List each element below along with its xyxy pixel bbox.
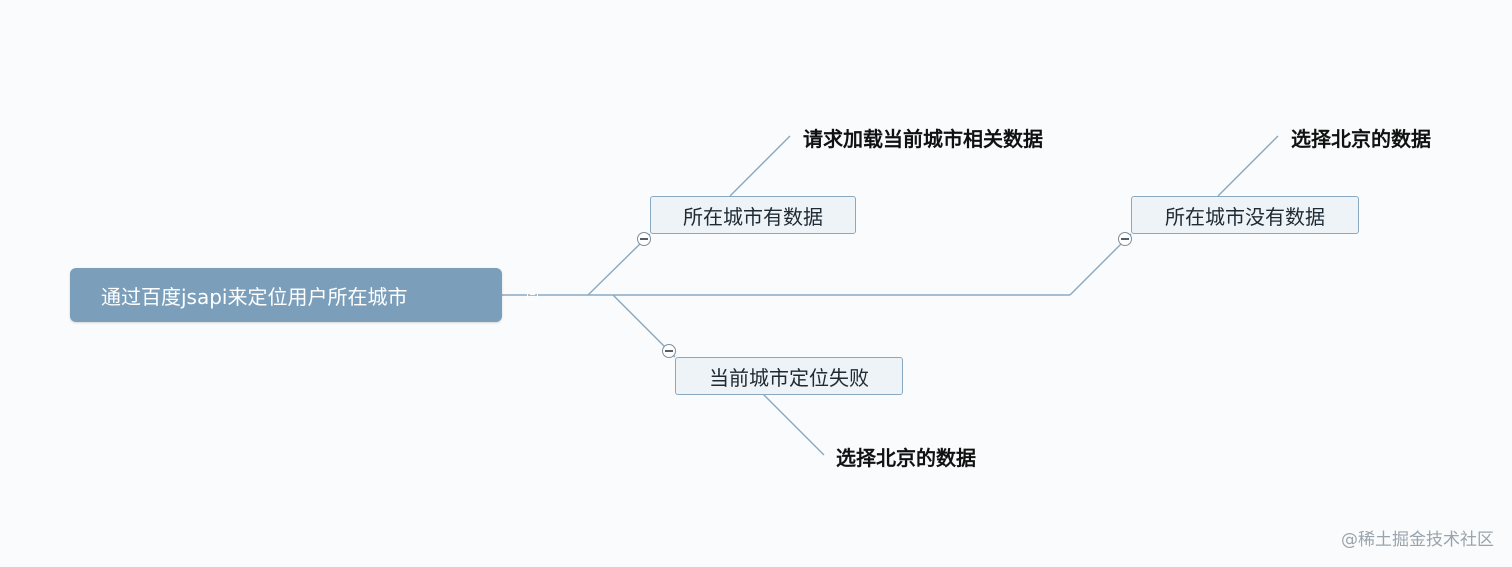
- note-icon[interactable]: [527, 289, 538, 300]
- topic-label: 当前城市定位失败: [709, 365, 869, 390]
- collapse-button-branch-2[interactable]: [1118, 232, 1132, 246]
- leaf-select-beijing[interactable]: 选择北京的数据: [836, 446, 976, 470]
- watermark: @稀土掘金技术社区: [1341, 530, 1494, 550]
- leaf-select-beijing[interactable]: 选择北京的数据: [1291, 127, 1431, 151]
- topic-label: 所在城市没有数据: [1165, 204, 1325, 229]
- collapse-button-branch-1[interactable]: [637, 232, 651, 246]
- connector-leaf-2: [1217, 135, 1279, 197]
- collapse-button-branch-3[interactable]: [662, 344, 676, 358]
- topic-label: 所在城市有数据: [683, 204, 823, 229]
- connector-leaf-1: [729, 135, 791, 197]
- root-topic-label: 通过百度jsapi来定位用户所在城市: [101, 284, 408, 309]
- topic-city-no-data[interactable]: 所在城市没有数据: [1131, 196, 1359, 234]
- topic-locate-failed[interactable]: 当前城市定位失败: [675, 357, 903, 395]
- leaf-load-city-data[interactable]: 请求加载当前城市相关数据: [803, 127, 1043, 151]
- root-topic[interactable]: 通过百度jsapi来定位用户所在城市: [70, 268, 538, 322]
- topic-city-has-data[interactable]: 所在城市有数据: [650, 196, 856, 234]
- connector-leaf-3: [762, 393, 825, 456]
